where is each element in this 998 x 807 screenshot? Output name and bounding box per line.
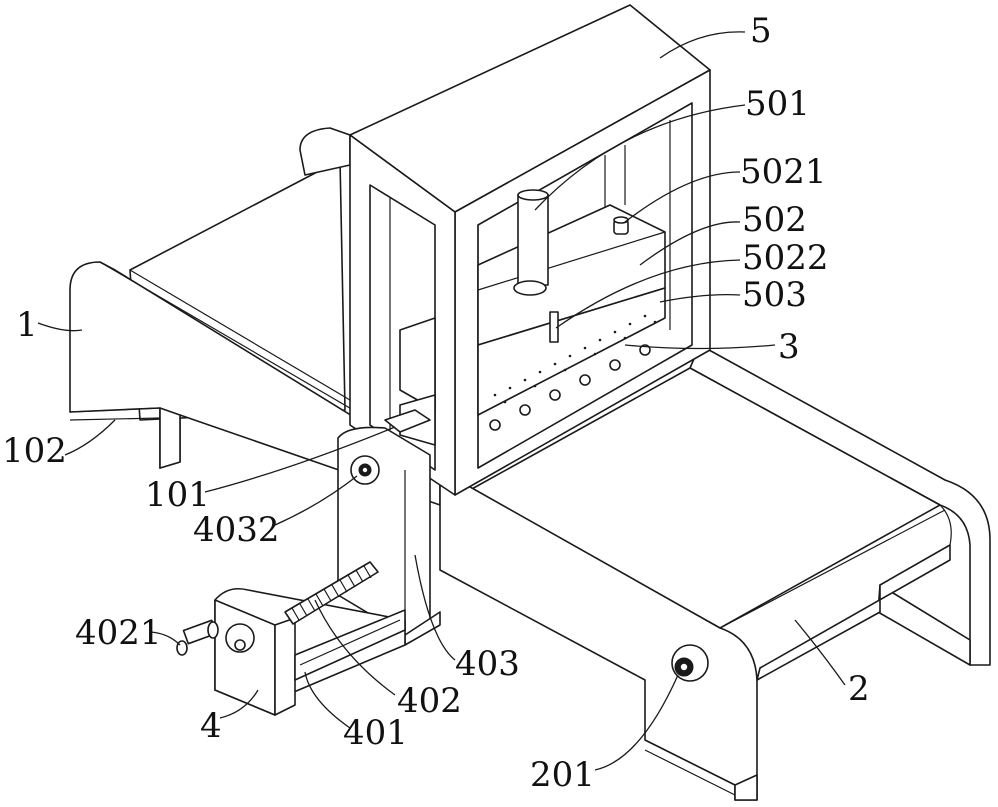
lead-screw-402 (284, 561, 379, 625)
clamp-assembly-4 (176, 409, 441, 716)
gear-201 (671, 644, 709, 682)
label-402: 402 (397, 681, 462, 721)
label-201: 201 (530, 755, 595, 795)
label-4021: 4021 (75, 613, 162, 653)
label-1: 1 (16, 305, 38, 345)
label-5022: 5022 (742, 238, 829, 278)
label-5: 5 (750, 11, 772, 51)
press-block-502 (399, 189, 666, 446)
label-4032: 4032 (193, 510, 280, 550)
label-502: 502 (742, 200, 807, 240)
label-403: 403 (455, 644, 520, 684)
label-101: 101 (145, 475, 210, 515)
label-401: 401 (343, 713, 408, 753)
label-3: 3 (778, 327, 800, 367)
conveyor-frame-2 (439, 344, 991, 801)
label-2: 2 (848, 669, 870, 709)
label-4: 4 (200, 706, 222, 746)
label-5021: 5021 (740, 152, 827, 192)
label-102: 102 (2, 431, 67, 471)
label-501: 501 (745, 84, 810, 124)
callout-labels: 5 501 5021 502 5022 503 3 1 102 101 4032… (2, 11, 870, 795)
label-503: 503 (742, 275, 807, 315)
leader-lines (37, 31, 846, 771)
